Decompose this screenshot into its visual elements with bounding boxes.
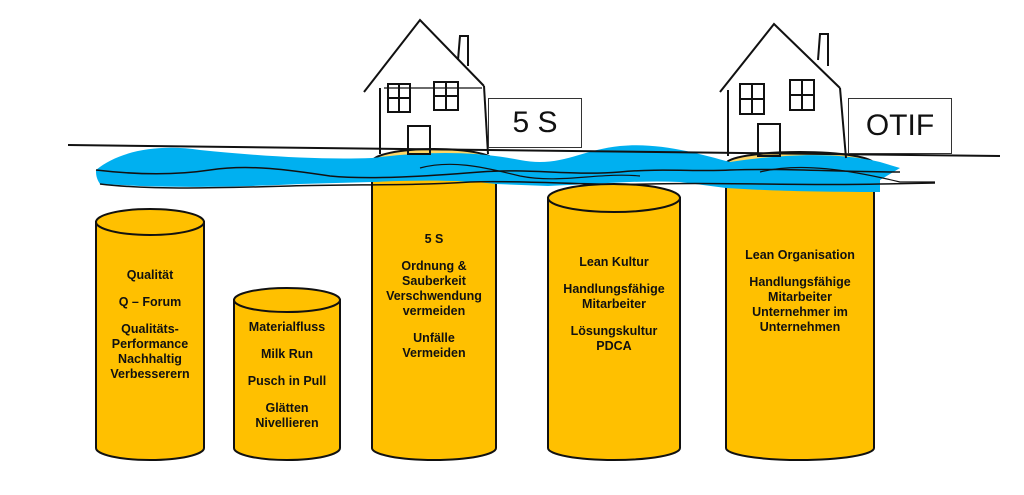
- pillar-material-flow: [233, 287, 341, 461]
- pillar-text-lean-culture: Lean Kultur Handlungsfähige Mitarbeiter …: [550, 255, 678, 354]
- pillar-text-5s: 5 S Ordnung & Sauberkeit Verschwendung v…: [374, 232, 494, 361]
- house-label-5s: 5 S: [488, 98, 582, 148]
- pillar-line: Qualitäts- Performance Nachhaltig Verbes…: [110, 322, 190, 381]
- pillar-line: Handlungsfähige Mitarbeiter: [563, 282, 665, 311]
- pillar-line: Q – Forum: [118, 295, 182, 309]
- pillar-line: Lösungskultur PDCA: [570, 324, 658, 353]
- house-5s: [363, 18, 489, 155]
- pillar-quality: [95, 208, 205, 461]
- water-line: [67, 144, 1001, 157]
- pillar-text-quality: Qualität Q – Forum Qualitäts- Performanc…: [100, 268, 200, 382]
- pillar-line: Milk Run: [260, 347, 314, 361]
- pillar-line: Pusch in Pull: [247, 374, 327, 388]
- pillar-line: Ordnung & Sauberkeit Verschwendung verme…: [386, 259, 482, 318]
- pillar-lean-culture: [547, 183, 681, 461]
- pillar-line: 5 S: [424, 232, 444, 246]
- pillar-line: Qualität: [126, 268, 174, 282]
- house-label-otif: OTIF: [848, 98, 952, 154]
- pillar-text-material-flow: Materialfluss Milk Run Pusch in Pull Glä…: [236, 320, 338, 431]
- pillar-line: Materialfluss: [248, 320, 326, 334]
- pillar-line: Lean Kultur: [579, 255, 649, 269]
- pillar-line: Lean Organisation: [745, 248, 855, 262]
- pillar-line: Unfälle Vermeiden: [402, 331, 466, 360]
- water-surface: [95, 145, 936, 192]
- pillar-line: Handlungsfähige Mitarbeiter Unternehmer …: [749, 275, 851, 334]
- pillar-text-lean-organisation: Lean Organisation Handlungsfähige Mitarb…: [728, 248, 872, 335]
- pillar-line: Glätten Nivellieren: [255, 401, 319, 430]
- house-otif: [719, 22, 847, 159]
